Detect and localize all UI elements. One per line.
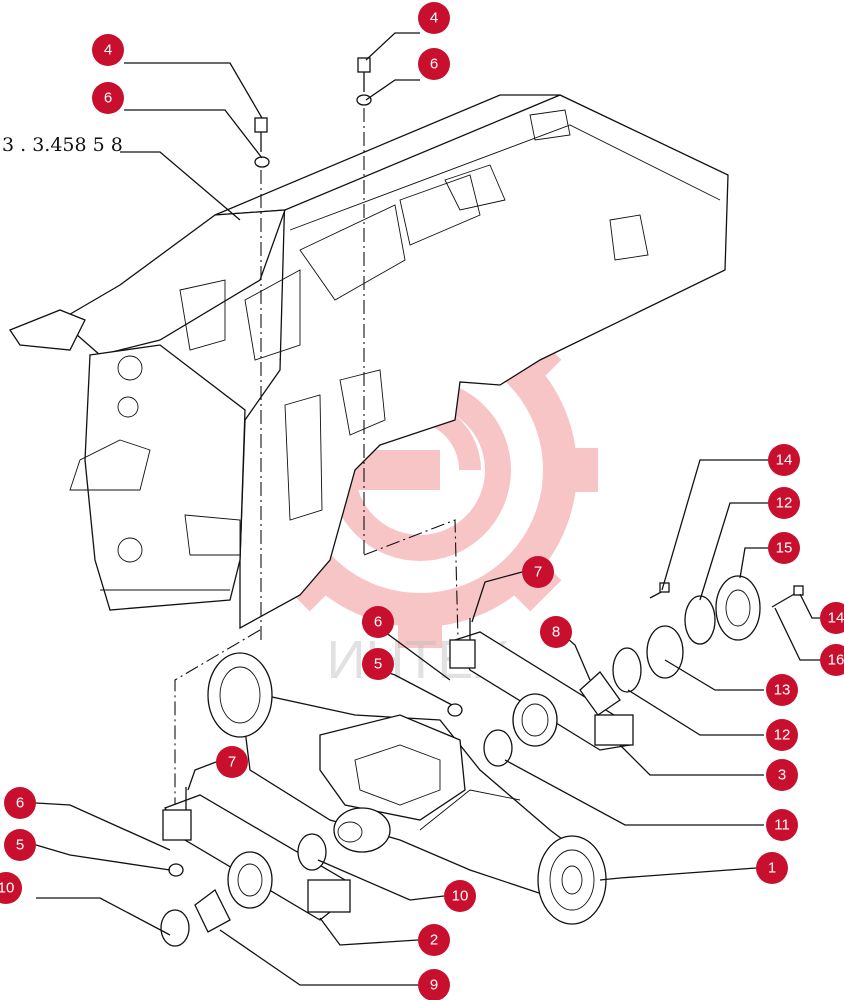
callout-11[interactable]: 11 — [766, 809, 798, 841]
chassis-frame — [9, 94, 729, 630]
callout-6-top-left[interactable]: 6 — [92, 82, 124, 114]
callout-2[interactable]: 2 — [418, 924, 450, 956]
callout-13[interactable]: 13 — [766, 674, 798, 706]
callout-16[interactable]: 16 — [820, 644, 844, 676]
svg-text:13: 13 — [774, 682, 791, 699]
callout-5-middle[interactable]: 5 — [362, 648, 394, 680]
svg-text:15: 15 — [776, 540, 793, 557]
callout-7-left[interactable]: 7 — [216, 746, 248, 778]
callout-14-upper[interactable]: 14 — [768, 444, 800, 476]
callout-6-left[interactable]: 6 — [4, 787, 36, 819]
svg-text:6: 6 — [374, 614, 382, 631]
callout-6-middle[interactable]: 6 — [362, 606, 394, 638]
callout-1[interactable]: 1 — [756, 852, 788, 884]
callout-6-top-center[interactable]: 6 — [418, 48, 450, 80]
callout-4-top-center[interactable]: 4 — [418, 2, 450, 34]
assembly-centerlines — [174, 108, 459, 805]
svg-text:12: 12 — [776, 495, 793, 512]
svg-text:12: 12 — [774, 727, 791, 744]
callout-3[interactable]: 3 — [766, 759, 798, 791]
svg-text:4: 4 — [104, 42, 112, 59]
svg-text:6: 6 — [430, 56, 438, 73]
svg-text:9: 9 — [430, 977, 438, 994]
svg-text:7: 7 — [534, 564, 542, 581]
callout-10-center[interactable]: 10 — [444, 880, 476, 912]
svg-text:16: 16 — [828, 652, 844, 669]
svg-text:7: 7 — [228, 754, 236, 771]
svg-text:4: 4 — [430, 10, 438, 27]
callout-7-right[interactable]: 7 — [522, 556, 554, 588]
svg-text:6: 6 — [104, 90, 112, 107]
svg-text:10: 10 — [0, 880, 14, 897]
svg-text:5: 5 — [374, 656, 382, 673]
callout-8[interactable]: 8 — [540, 616, 572, 648]
svg-text:6: 6 — [16, 795, 24, 812]
callout-4-top-left[interactable]: 4 — [92, 34, 124, 66]
svg-text:14: 14 — [776, 452, 793, 469]
callout-10-left[interactable]: 10 — [0, 872, 22, 904]
axle-housing — [207, 652, 607, 925]
svg-text:14: 14 — [828, 610, 844, 627]
support-bracket-right — [449, 631, 634, 751]
svg-text:8: 8 — [552, 624, 560, 641]
callout-9[interactable]: 9 — [418, 969, 450, 1000]
support-bracket-left — [162, 794, 351, 921]
callout-5-left[interactable]: 5 — [4, 829, 36, 861]
reference-code: 3 . 3.458 5 8 — [2, 134, 123, 156]
callout-15[interactable]: 15 — [768, 532, 800, 564]
svg-text:3: 3 — [778, 767, 786, 784]
callout-14-right[interactable]: 14 — [820, 602, 844, 634]
svg-text:1: 1 — [768, 860, 776, 877]
svg-text:10: 10 — [452, 888, 469, 905]
svg-text:2: 2 — [430, 932, 438, 949]
svg-text:11: 11 — [774, 817, 790, 834]
svg-text:5: 5 — [16, 837, 24, 854]
callout-12-upper[interactable]: 12 — [768, 487, 800, 519]
callout-12-lower[interactable]: 12 — [766, 719, 798, 751]
